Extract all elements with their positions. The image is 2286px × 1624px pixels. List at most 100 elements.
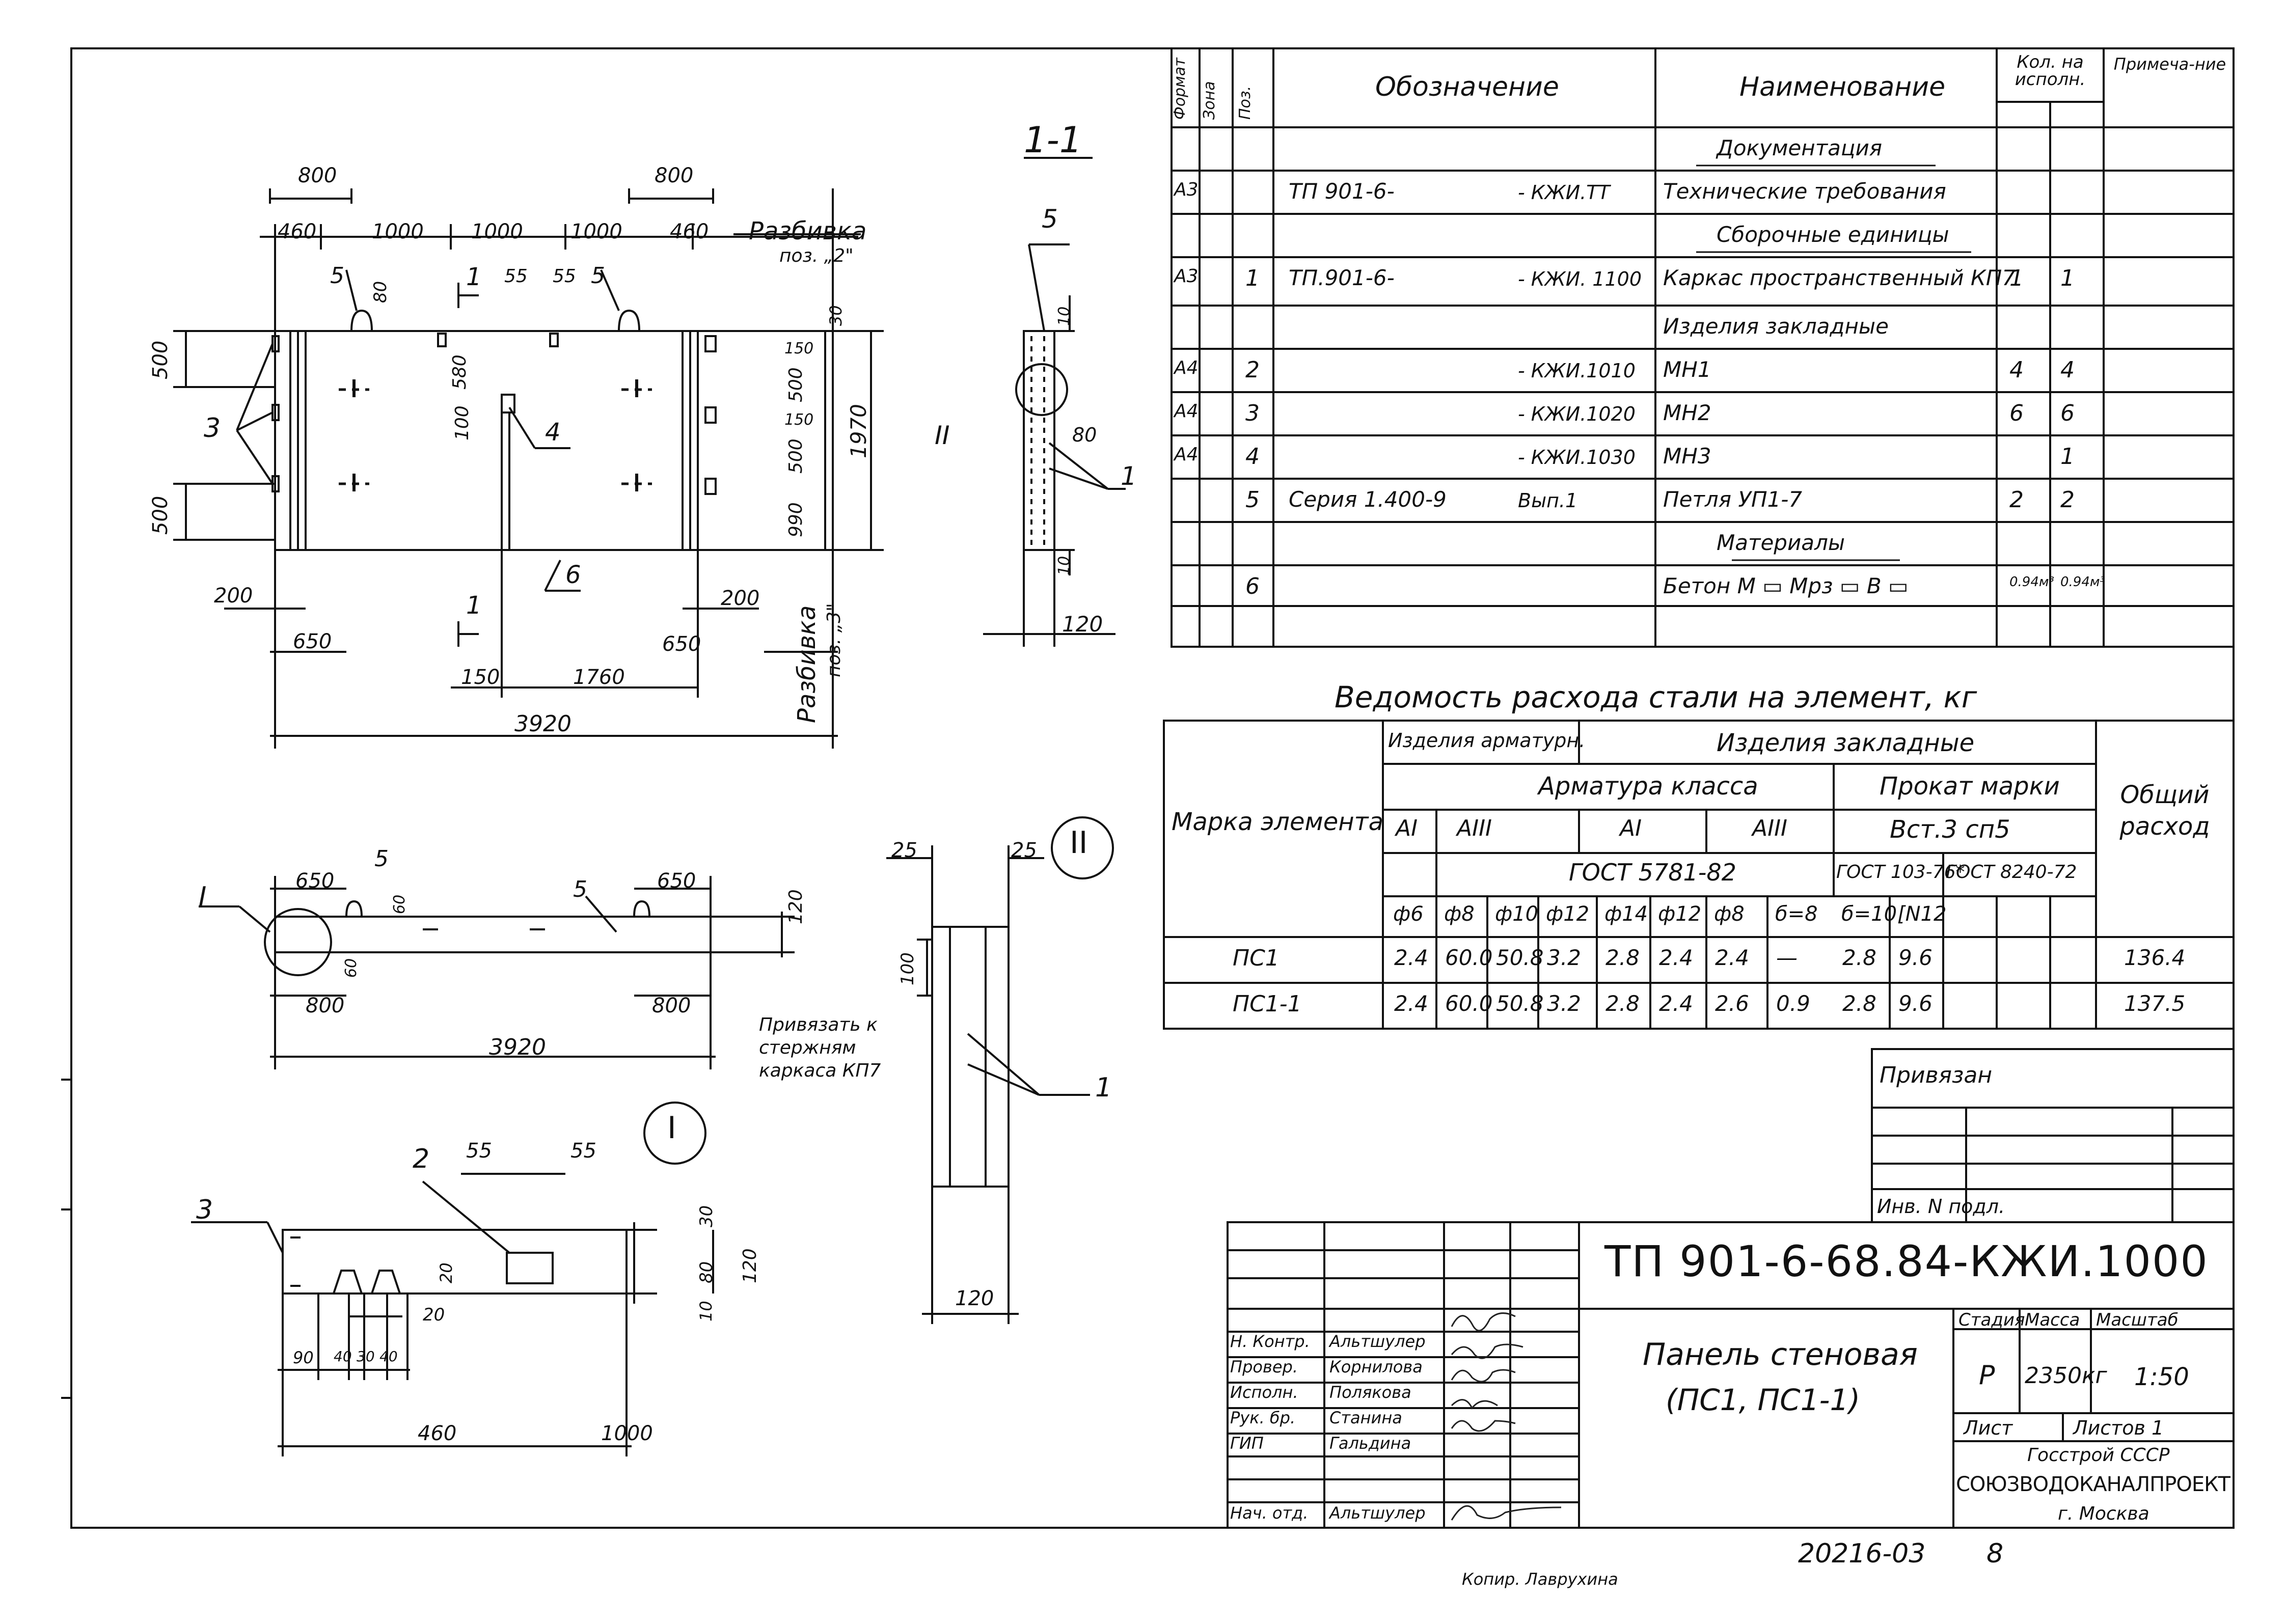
steel-table-grid: [1163, 720, 2235, 1030]
spec-designation: ТП.901-6-: [1289, 265, 1395, 290]
header-zone: Зона: [1201, 81, 1218, 120]
dim-1970: 1970: [846, 404, 871, 458]
spec-pos: 6: [1245, 573, 1260, 599]
steel-prokat-mark: Вст.3 сп5: [1890, 815, 2010, 844]
dim-80-section: 80: [1072, 424, 1097, 446]
steel-title: Ведомость расхода стали на элемент, кг: [1335, 680, 1977, 714]
steel-gost2: ГОСТ 103-76*: [1836, 862, 1965, 883]
stamp-stage-header: Стадия: [1958, 1310, 2025, 1330]
steel-group2: Изделия закладные: [1717, 729, 1975, 757]
spec-qty-1: 0.94м³: [2009, 574, 2054, 590]
steel-cell: 2.4: [1394, 991, 1428, 1016]
steel-row-total: 136.4: [2124, 945, 2186, 970]
steel-cell: 2.8: [1842, 945, 1876, 970]
stamp-person: Станина: [1329, 1408, 1402, 1427]
inv-label: Инв. N подл.: [1877, 1195, 2005, 1218]
spec-format: А3: [1174, 266, 1199, 287]
node1-dim-10: 10: [696, 1301, 716, 1322]
stamp-person: Альтшулер: [1329, 1332, 1426, 1351]
pos1-section: 1: [1121, 461, 1137, 491]
stamp-person: Гальдина: [1329, 1434, 1411, 1453]
plan-dim-60-a: 60: [391, 894, 409, 914]
spec-pos: 4: [1245, 444, 1260, 470]
plan-dim-120: 120: [785, 889, 806, 924]
pos5-left: 5: [330, 263, 344, 289]
steel-class-2: АIII: [1457, 815, 1492, 841]
dim-80-top: 80: [370, 281, 391, 303]
steel-armatura-class: Арматура класса: [1538, 772, 1758, 801]
dim-460-left: 460: [278, 220, 317, 243]
stamp-stage: Р: [1979, 1360, 1995, 1391]
node1-dim-120: 120: [740, 1248, 760, 1283]
dim-500-left-bottom: 500: [149, 496, 172, 535]
footer-copier: Копир. Лаврухина: [1462, 1570, 1618, 1589]
stamp-org1: Госстрой СССР: [2027, 1445, 2170, 1466]
spec-pos: 3: [1245, 400, 1260, 426]
steel-cell: 2.4: [1659, 991, 1693, 1016]
header-name: Наименование: [1739, 72, 1946, 102]
node-I-detail: [191, 1102, 714, 1456]
pos3-label: 3: [204, 413, 221, 444]
steel-cell: 50.8: [1496, 945, 1544, 970]
steel-cell: 2.4: [1715, 945, 1749, 970]
node2-dim-25-right: 25: [1011, 839, 1037, 862]
steel-cell: 60.0: [1445, 945, 1493, 970]
privyazan-label: Привязан: [1880, 1062, 1993, 1088]
spec-name: МН3: [1663, 444, 1711, 469]
node1-dim-80: 80: [696, 1261, 717, 1283]
steel-diam: ф12: [1546, 902, 1590, 926]
steel-diam: ф8: [1444, 902, 1475, 926]
spec-qty-1: 4: [2009, 357, 2024, 383]
steel-prokat: Прокат марки: [1880, 772, 2060, 801]
stamp-scale-header: Масштаб: [2096, 1310, 2179, 1330]
dim-150-b: 150: [784, 411, 814, 429]
spec-qty-2: 0.94м³: [2060, 574, 2105, 590]
spec-name: МН1: [1663, 357, 1711, 382]
spec-name: Сборочные единицы: [1717, 222, 1949, 247]
stamp-org2: СОЮЗВОДОКАНАЛПРОЕКТ: [1956, 1473, 2230, 1496]
steel-cell: 2.8: [1605, 945, 1640, 970]
stamp-title-line1: Панель стеновая: [1643, 1337, 1918, 1372]
stamp-sheets-header: Листов 1: [2073, 1417, 2164, 1439]
dim-800-right: 800: [655, 164, 694, 187]
plan-dim-800-left: 800: [306, 994, 345, 1017]
section-label: 1-1: [1024, 119, 1082, 161]
steel-cell: 50.8: [1496, 991, 1544, 1016]
spec-table-grid: [1171, 47, 2235, 648]
spec-qty-1: 2: [2009, 487, 2024, 513]
signatures: [1451, 1312, 1562, 1521]
spec-qty-2: 1: [2060, 265, 2075, 291]
node1-dim-40-a: 40: [334, 1348, 352, 1365]
node1-dim-1000: 1000: [601, 1422, 653, 1445]
node1-dim-460: 460: [418, 1422, 457, 1445]
cut-1-top: 1: [466, 263, 482, 291]
stamp-title-line2: (ПС1, ПС1-1): [1666, 1383, 1860, 1417]
spec-designation-suffix: Вып.1: [1518, 489, 1578, 512]
spec-name: Материалы: [1717, 530, 1845, 555]
spec-designation-suffix: - КЖИ.ТТ: [1518, 181, 1610, 204]
stamp-code: ТП 901-6-68.84-КЖИ.1000: [1604, 1236, 2209, 1286]
steel-diam: ф14: [1604, 902, 1648, 926]
pos4-label: 4: [545, 418, 561, 447]
razbivka3-label: Разбивка: [793, 605, 821, 723]
node-II-detail: [886, 816, 1114, 1324]
pos5-right: 5: [591, 263, 605, 289]
steel-diam: ф6: [1393, 902, 1424, 926]
stamp-org3: г. Москва: [2058, 1503, 2149, 1524]
stamp-role: Нач. отд.: [1230, 1503, 1309, 1523]
title-block-grid: [1227, 1048, 2235, 1529]
steel-class-1: АI: [1396, 815, 1418, 841]
steel-cell: 2.4: [1659, 945, 1693, 970]
cut-1-bottom: 1: [466, 591, 482, 620]
dim-500-b: 500: [785, 438, 806, 474]
dim-200-right: 200: [721, 587, 760, 610]
steel-cell: 2.4: [1394, 945, 1428, 970]
node1-dim-90: 90: [293, 1348, 314, 1367]
spec-name: МН2: [1663, 400, 1711, 425]
node2-dim-120: 120: [955, 1287, 994, 1310]
plan-dim-650-right: 650: [657, 869, 696, 893]
spec-name: Изделия закладные: [1663, 314, 1889, 339]
stamp-role: Рук. бр.: [1230, 1408, 1296, 1427]
stamp-mass-header: Масса: [2025, 1310, 2080, 1330]
dim-1760: 1760: [573, 666, 625, 689]
